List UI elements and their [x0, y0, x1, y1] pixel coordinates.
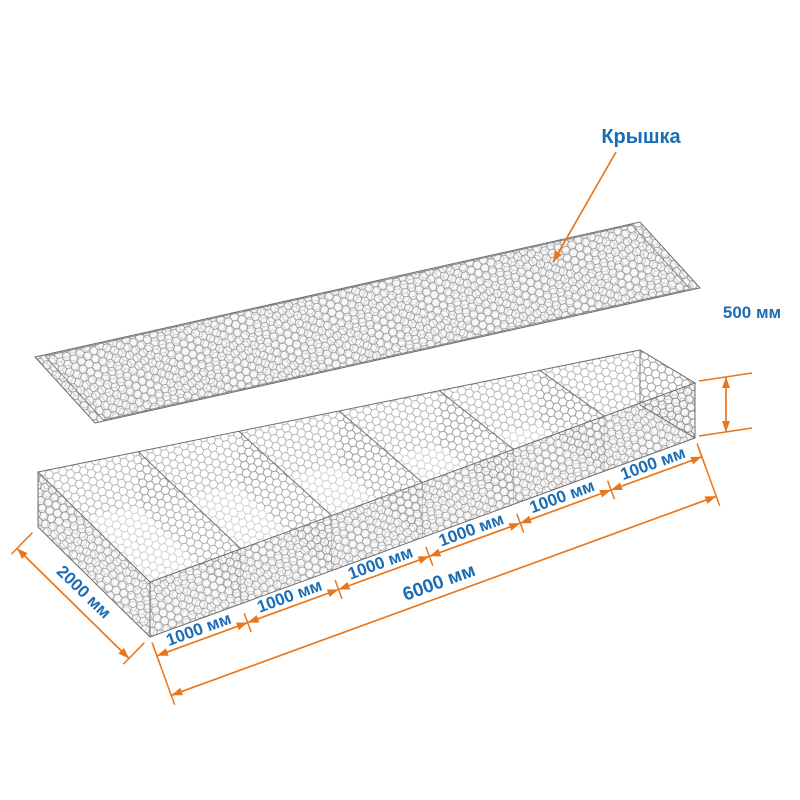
box-right-bottom-edge	[639, 404, 696, 439]
depth-ext-back	[10, 532, 33, 555]
lid-mesh-layer-2	[35, 222, 700, 423]
total-ext-left	[151, 642, 176, 705]
lid-panel	[34, 221, 701, 424]
total-dim-arrow	[171, 495, 717, 697]
total-length-dim-label: 6000 мм	[400, 560, 478, 606]
lid-inner-edge	[44, 224, 691, 421]
lid-callout-label: Крышка	[601, 126, 681, 148]
height-dim-label: 500 мм	[723, 303, 781, 322]
depth-dim-arrow	[16, 547, 130, 660]
divider-top-edge	[438, 390, 514, 450]
total-ext-right	[696, 443, 721, 506]
lid-outer-edge	[34, 221, 701, 424]
lid-leader-line	[552, 151, 617, 263]
dimension-height: 500 мм	[698, 303, 781, 437]
divider-top-edge	[539, 369, 605, 417]
depth-ext-front	[122, 642, 145, 665]
lid-callout: Крышка	[552, 126, 682, 263]
divider-top-edge	[338, 410, 423, 483]
cell-dim-arrow	[610, 456, 703, 491]
